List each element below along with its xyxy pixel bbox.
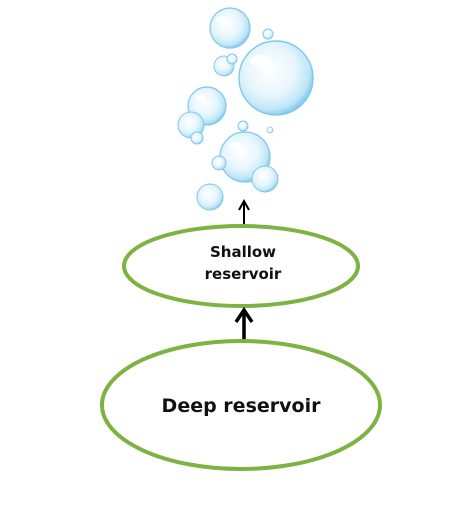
deep-reservoir-label: Deep reservoir (162, 395, 322, 417)
shallow-reservoir-label-line2: reservoir (205, 265, 282, 283)
bubble (190, 131, 204, 145)
bubble (266, 126, 274, 134)
deep-reservoir-ellipse (100, 339, 382, 471)
bubble (262, 28, 274, 40)
bubble (226, 53, 238, 65)
bubble (209, 7, 251, 49)
bubble (251, 165, 279, 193)
bubble (238, 40, 314, 116)
shallow-reservoir-label-line1: Shallow (210, 243, 276, 261)
shallow-reservoir-ellipse (122, 224, 360, 308)
bubbles-icon (177, 7, 314, 211)
bubble (196, 183, 224, 211)
bubble (237, 120, 249, 132)
bubble (211, 155, 227, 171)
